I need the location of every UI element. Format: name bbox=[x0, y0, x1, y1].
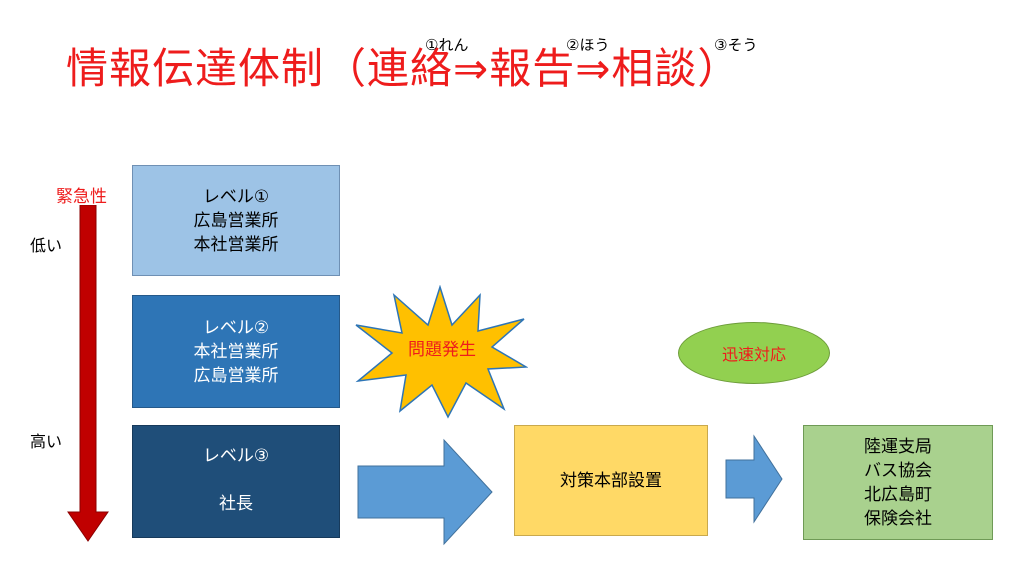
quick-response-label: 迅速対応 bbox=[721, 345, 786, 364]
level-2-heading: レベル② bbox=[202, 317, 270, 338]
level-3-line: 社長 bbox=[219, 494, 253, 514]
urgency-label: 緊急性 bbox=[56, 187, 107, 207]
arrow-to-headquarters bbox=[357, 438, 493, 546]
ruby-ren: ①れん bbox=[425, 36, 469, 54]
level-2-line: 本社営業所 bbox=[193, 341, 279, 362]
level-1-line: 本社営業所 bbox=[193, 234, 279, 255]
urgency-low-label: 低い bbox=[30, 236, 63, 255]
external-contact: 北広島町 bbox=[864, 484, 932, 505]
external-contact: バス協会 bbox=[864, 460, 932, 481]
page-title: 情報伝達体制（連絡⇒報告⇒相談） bbox=[66, 44, 741, 93]
ruby-sou: ③そう bbox=[714, 36, 758, 54]
headquarters-box: 対策本部設置 bbox=[514, 425, 708, 536]
external-contact: 陸運支局 bbox=[864, 436, 932, 457]
arrow-to-external bbox=[725, 434, 783, 524]
urgency-arrow bbox=[67, 205, 109, 542]
level-3-heading: レベル③ bbox=[202, 446, 270, 466]
urgency-high-label: 高い bbox=[30, 432, 63, 451]
quick-response-oval: 迅速対応 bbox=[678, 322, 830, 384]
problem-burst-label: 問題発生 bbox=[408, 340, 476, 360]
level-2-box: レベル② 本社営業所 広島営業所 bbox=[132, 295, 340, 408]
problem-burst-shape bbox=[355, 285, 528, 419]
level-1-box: レベル① 広島営業所 本社営業所 bbox=[132, 165, 340, 276]
external-contacts-box: 陸運支局 バス協会 北広島町 保険会社 bbox=[803, 425, 993, 540]
external-contact: 保険会社 bbox=[864, 508, 932, 529]
level-3-box: レベル③ 社長 bbox=[132, 425, 340, 538]
headquarters-label: 対策本部設置 bbox=[560, 470, 662, 491]
level-1-line: 広島営業所 bbox=[193, 210, 279, 231]
level-1-heading: レベル① bbox=[202, 186, 270, 207]
ruby-hou: ②ほう bbox=[566, 36, 610, 54]
level-2-line: 広島営業所 bbox=[193, 365, 279, 386]
